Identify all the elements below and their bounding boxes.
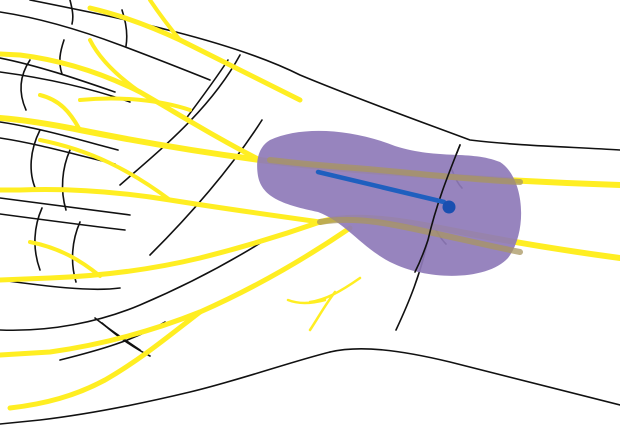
- finger-3-upper: [0, 138, 115, 164]
- palm-crease-main: [120, 55, 240, 185]
- nerve-branch-finger-4: [80, 98, 190, 110]
- shaded-region: [257, 131, 521, 276]
- finger-4-upper: [0, 214, 125, 230]
- finger-crease-c: [60, 40, 64, 74]
- nerve-twig: [288, 278, 360, 330]
- knuckle-curve-1: [21, 60, 30, 110]
- knuckle-curve-4: [63, 150, 70, 210]
- thumb-upper-edge: [0, 242, 262, 330]
- finger-1-upper: [0, 12, 210, 80]
- knuckle-curve-3: [35, 208, 42, 270]
- palm-crease-thenar: [150, 120, 262, 255]
- nerve-branch-top-2: [90, 8, 300, 100]
- palm-lower-edge: [0, 352, 330, 424]
- wrist-bottom-edge: [330, 349, 620, 405]
- nerve-branch-top-3: [90, 40, 140, 92]
- nerve-branch-low: [0, 222, 320, 280]
- finger-crease-a: [70, 0, 73, 24]
- knuckle-curve-5: [73, 222, 80, 282]
- entry-point-dot: [443, 201, 456, 214]
- nerve-branch-finger-2: [30, 242, 100, 276]
